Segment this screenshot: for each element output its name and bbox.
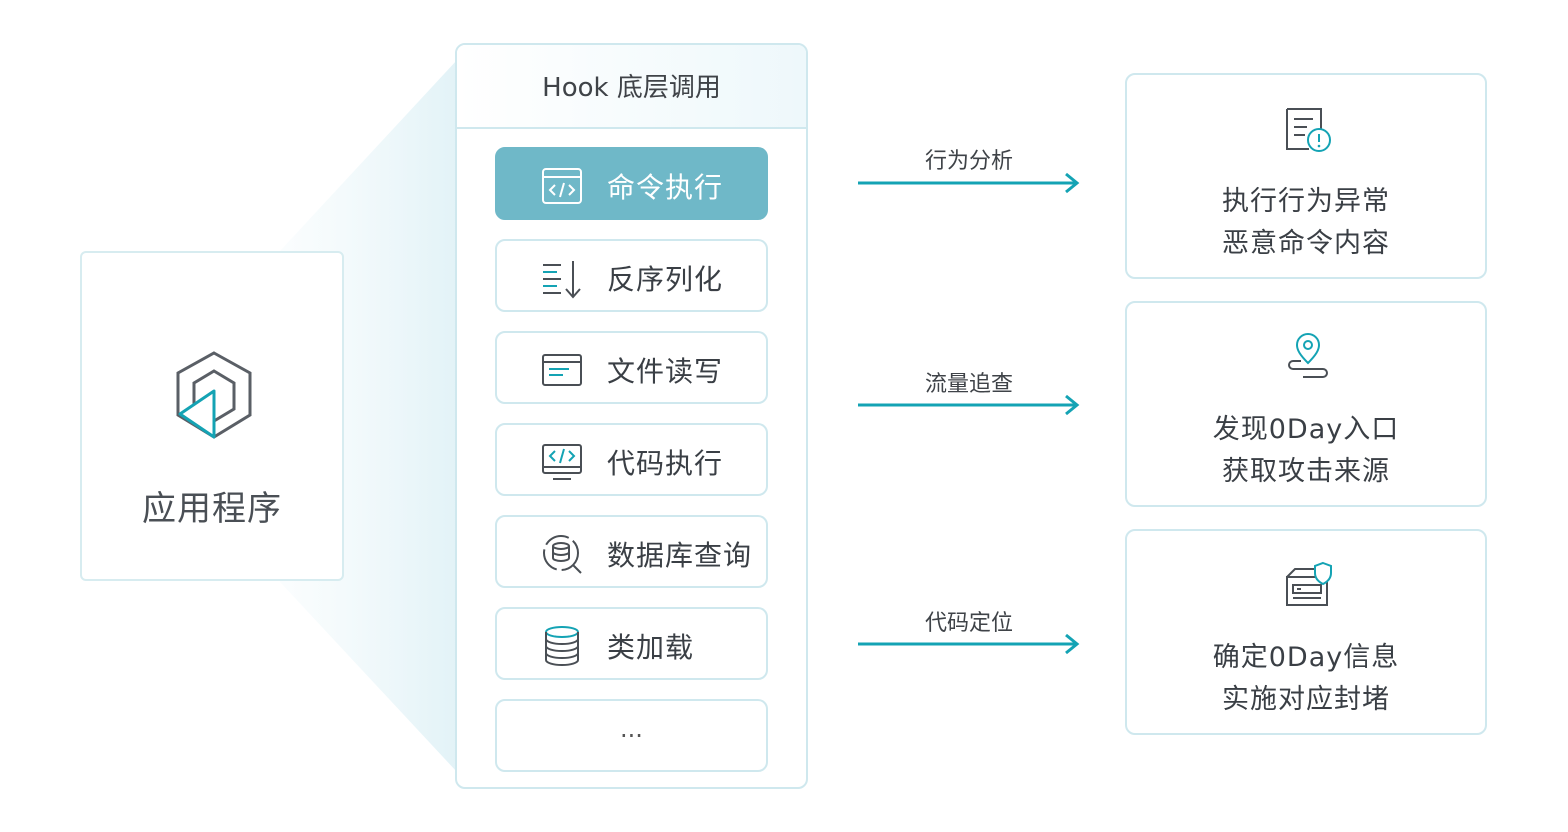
- app-hexagon-icon: [176, 351, 252, 439]
- database-stack-icon: [545, 626, 579, 666]
- flow-arrow-traffic: [858, 394, 1080, 416]
- call-item-label: 类加载: [607, 631, 695, 664]
- call-item-code-exec[interactable]: 代码执行: [495, 423, 768, 496]
- hook-header: Hook 底层调用: [457, 45, 806, 129]
- call-item-label: 文件读写: [607, 355, 724, 388]
- shield-server-icon: [1286, 561, 1332, 606]
- result-line-1: 发现0Day入口: [1212, 414, 1400, 445]
- call-item-label: 反序列化: [607, 263, 724, 296]
- call-item-label: 代码执行: [607, 447, 724, 480]
- call-item-label: 命令执行: [607, 171, 724, 204]
- document-alert-icon: [1286, 108, 1331, 152]
- more-ellipsis: ...: [620, 715, 643, 743]
- flow-arrow-code: [858, 633, 1080, 655]
- result-box-traffic: 发现0Day入口 获取攻击来源: [1125, 301, 1487, 507]
- call-item-more[interactable]: ...: [495, 699, 768, 772]
- flow-label-behavior: 行为分析: [924, 149, 1013, 174]
- call-item-label: 数据库查询: [607, 539, 753, 572]
- hook-panel: Hook 底层调用 命令执行 反序列化 文件读写: [455, 43, 808, 789]
- code-monitor-icon: [542, 444, 582, 480]
- call-item-class-load[interactable]: 类加载: [495, 607, 768, 680]
- code-window-icon: [542, 168, 582, 204]
- flow-label-code: 代码定位: [924, 611, 1013, 636]
- result-line-1: 确定0Day信息: [1212, 642, 1400, 673]
- file-window-icon: [542, 354, 582, 386]
- database-search-icon: [543, 535, 582, 574]
- sort-descending-icon: [543, 261, 581, 299]
- app-label: 应用程序: [142, 489, 282, 529]
- result-line-2: 恶意命令内容: [1222, 228, 1390, 259]
- call-item-command-exec[interactable]: 命令执行: [495, 147, 768, 220]
- result-box-behavior: 执行行为异常 恶意命令内容: [1125, 73, 1487, 279]
- result-box-code: 确定0Day信息 实施对应封堵: [1125, 529, 1487, 735]
- application-box: 应用程序: [80, 251, 344, 581]
- flow-label-traffic: 流量追查: [924, 372, 1013, 397]
- result-line-2: 实施对应封堵: [1222, 684, 1390, 715]
- hook-title: Hook 底层调用: [542, 73, 721, 103]
- location-path-icon: [1288, 333, 1328, 378]
- result-line-2: 获取攻击来源: [1222, 456, 1390, 487]
- flow-arrow-behavior: [858, 172, 1080, 194]
- call-item-db-query[interactable]: 数据库查询: [495, 515, 768, 588]
- result-line-1: 执行行为异常: [1222, 186, 1390, 217]
- call-item-deserialize[interactable]: 反序列化: [495, 239, 768, 312]
- call-item-file-rw[interactable]: 文件读写: [495, 331, 768, 404]
